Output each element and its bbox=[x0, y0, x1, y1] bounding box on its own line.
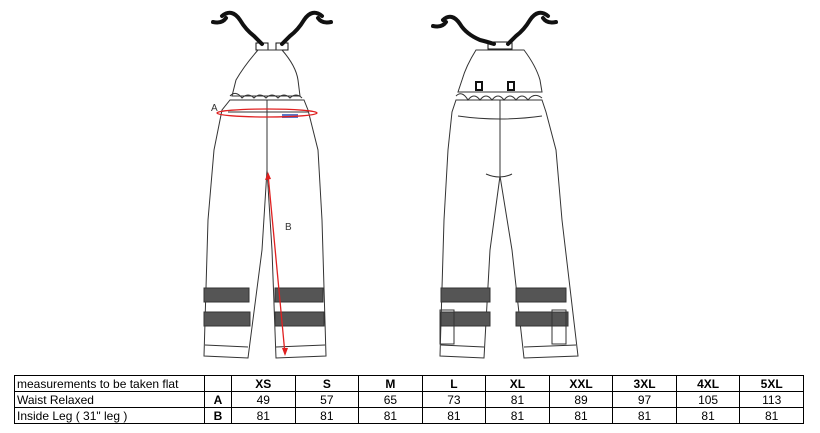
row-code: B bbox=[204, 407, 232, 424]
value-cell: 65 bbox=[358, 391, 423, 408]
front-reflective-bands bbox=[203, 287, 325, 327]
size-header-cell: M bbox=[358, 375, 423, 392]
back-straps bbox=[431, 10, 558, 46]
size-header-cell: XXL bbox=[548, 375, 614, 392]
row-label: Inside Leg ( 31" leg ) bbox=[14, 407, 205, 424]
measure-label-b: B bbox=[285, 222, 292, 233]
back-buckle bbox=[487, 41, 513, 50]
value-cell: 73 bbox=[421, 391, 487, 408]
value-cell: 81 bbox=[739, 407, 804, 424]
measurements-header: measurements to be taken flat bbox=[14, 375, 205, 392]
row-label: Waist Relaxed bbox=[14, 391, 205, 408]
row-code: A bbox=[204, 391, 232, 408]
size-chart-table: measurements to be taken flat XS S M L X… bbox=[14, 375, 804, 424]
front-bib bbox=[231, 49, 301, 97]
size-header-cell: S bbox=[294, 375, 360, 392]
front-trouser-outline bbox=[203, 99, 327, 359]
size-header-cell: 5XL bbox=[739, 375, 804, 392]
size-header-cell: XS bbox=[231, 375, 296, 392]
size-header-row: measurements to be taken flat XS S M L X… bbox=[14, 375, 804, 392]
bib-trousers-technical-drawing: A B bbox=[203, 10, 579, 359]
back-elastic-tabs bbox=[475, 81, 515, 91]
front-view bbox=[203, 10, 333, 359]
waist-measure-arrow bbox=[216, 108, 318, 118]
back-ankle-gusset-right bbox=[551, 309, 567, 345]
value-cell: 89 bbox=[548, 391, 614, 408]
size-header-cell: L bbox=[421, 375, 487, 392]
front-waist-gather bbox=[229, 92, 303, 99]
size-header-cell: 4XL bbox=[675, 375, 741, 392]
back-view bbox=[431, 10, 579, 359]
code-header-cell bbox=[204, 375, 232, 392]
size-header-cell: XL bbox=[485, 375, 550, 392]
value-cell: 81 bbox=[358, 407, 423, 424]
value-cell: 113 bbox=[739, 391, 804, 408]
value-cell: 81 bbox=[294, 407, 360, 424]
value-cell: 81 bbox=[675, 407, 741, 424]
size-header-cell: 3XL bbox=[612, 375, 677, 392]
value-cell: 81 bbox=[485, 391, 550, 408]
back-trouser-outline bbox=[439, 99, 579, 359]
value-cell: 81 bbox=[231, 407, 296, 424]
value-cell: 97 bbox=[612, 391, 677, 408]
back-waist-gather bbox=[455, 93, 543, 101]
inside-leg-measure-arrow bbox=[267, 173, 286, 355]
value-cell: 105 bbox=[675, 391, 741, 408]
table-row: Inside Leg ( 31" leg ) B 81 81 81 81 81 … bbox=[14, 407, 804, 424]
front-straps bbox=[211, 10, 333, 46]
back-ankle-gusset-left bbox=[439, 309, 455, 345]
value-cell: 81 bbox=[485, 407, 550, 424]
table-row: Waist Relaxed A 49 57 65 73 81 89 97 105… bbox=[14, 391, 804, 408]
value-cell: 49 bbox=[231, 391, 296, 408]
measure-label-a: A bbox=[211, 103, 218, 114]
value-cell: 81 bbox=[548, 407, 614, 424]
value-cell: 57 bbox=[294, 391, 360, 408]
back-reflective-bands bbox=[440, 287, 569, 327]
value-cell: 81 bbox=[421, 407, 487, 424]
value-cell: 81 bbox=[612, 407, 677, 424]
back-bib bbox=[457, 49, 543, 93]
